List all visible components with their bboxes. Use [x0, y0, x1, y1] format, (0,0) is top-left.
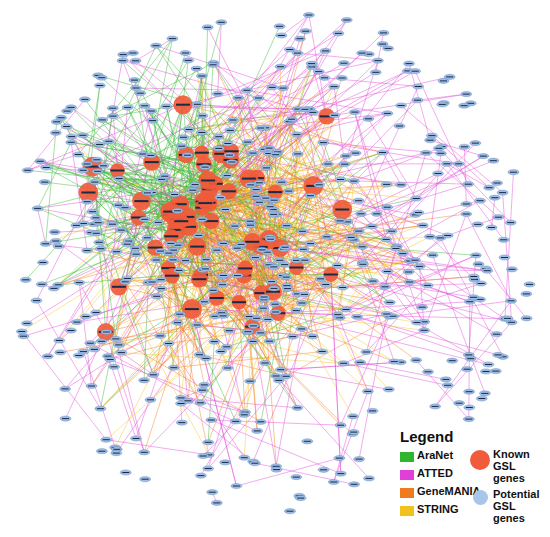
- legend-title: Legend: [400, 428, 453, 445]
- edge-color-swatch: [400, 488, 414, 498]
- legend-text: Known GSL genes: [493, 448, 547, 484]
- node-color-swatch: [470, 450, 490, 470]
- edge-color-swatch: [400, 506, 414, 516]
- edge-color-swatch: [400, 452, 414, 462]
- legend-text: Potential GSL genes: [493, 488, 547, 524]
- legend-text: AraNet: [417, 449, 453, 461]
- node-color-swatch: [473, 490, 488, 505]
- legend-text: STRING: [417, 503, 459, 515]
- edge-color-swatch: [400, 470, 414, 480]
- legend-text: ATTED: [417, 467, 453, 479]
- legend-panel: LegendAraNetATTED GeneMANIA STRING Known GS…: [392, 426, 548, 532]
- legend-text: GeneMANIA: [417, 485, 481, 497]
